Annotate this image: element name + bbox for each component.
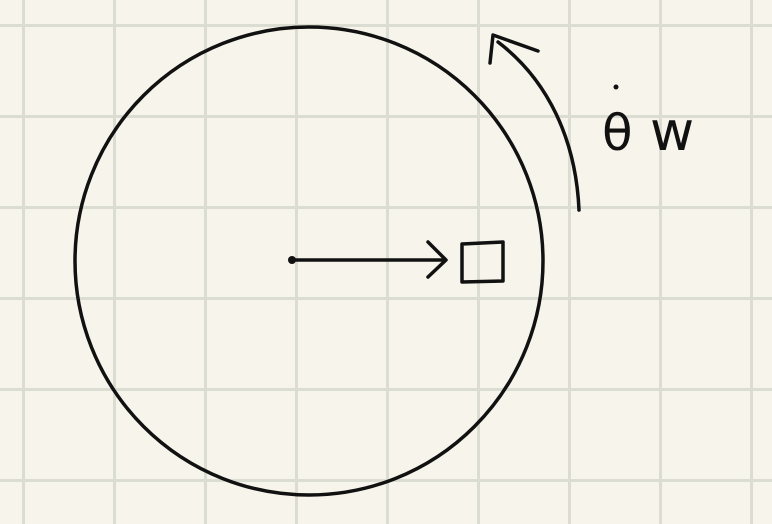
rotation-arrow-arc: [496, 40, 581, 212]
theta-dot-mark: [613, 84, 619, 90]
mass-block: [460, 240, 505, 284]
omega-label: w: [650, 100, 694, 163]
rotating-disk-circle: [73, 25, 545, 497]
radius-arrow-head: [426, 240, 448, 279]
rotation-arrow-head: [488, 33, 540, 65]
theta-label: θ: [602, 104, 633, 162]
